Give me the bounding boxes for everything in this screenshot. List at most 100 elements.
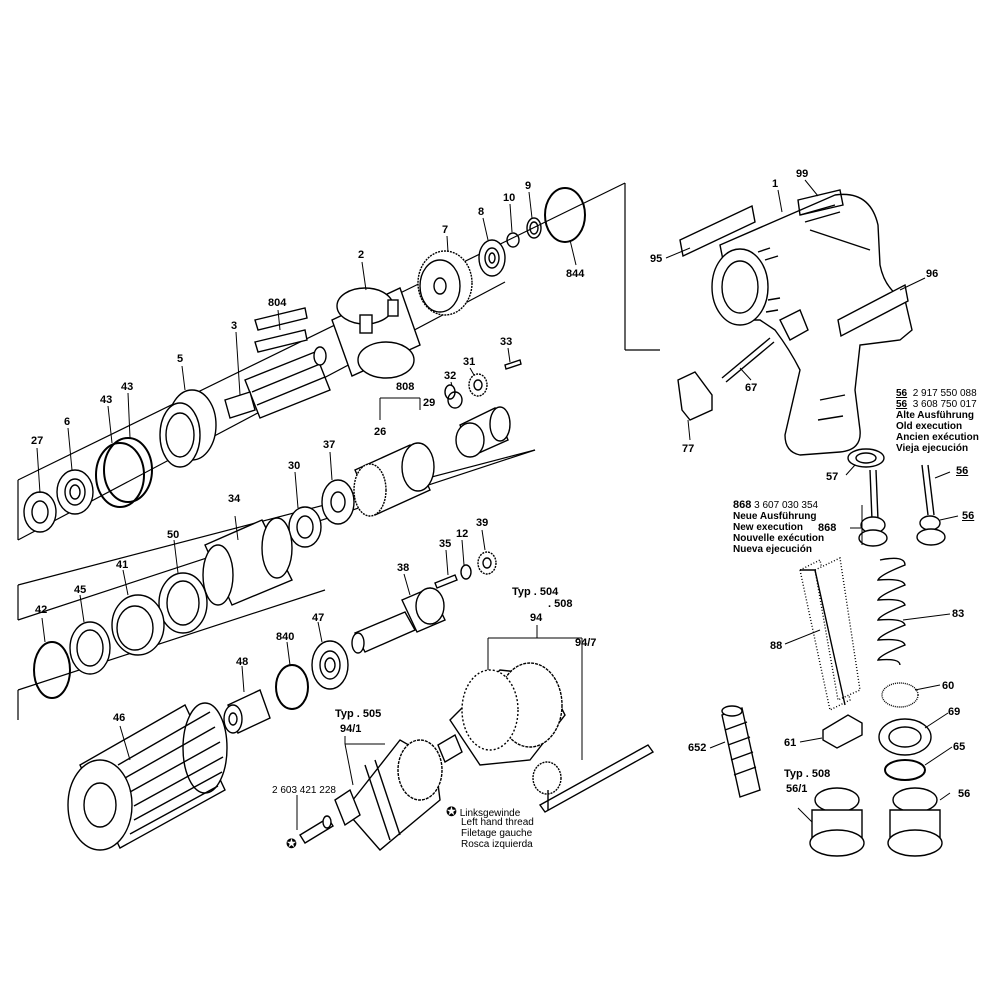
thread-line-de: Linksgewinde [459,808,521,819]
pin-35 [434,574,458,589]
part-label-5: 5 [177,353,184,365]
part-label-69: 69 [948,706,961,718]
bearing-8 [478,239,506,277]
part-label-35: 35 [439,538,452,550]
bearing-41 [111,594,165,656]
old-execution-note: 56 2 917 550 088 56 3 608 750 017 Alte A… [896,388,979,454]
part-61 [822,714,863,749]
housing-part-1 [711,193,913,456]
part-label-868: 868 [818,522,837,534]
spring-83 [876,557,906,666]
key-chuck-94 [437,662,566,766]
chuck-key-94-7 [532,744,655,813]
old-line-en: Old execution [896,421,963,432]
old-num-1: 2 917 550 088 [912,388,977,399]
ring-57 [847,448,885,468]
part-label-9: 9 [525,180,532,192]
hose-nipple-652 [721,705,761,798]
part-label-48: 48 [236,656,249,668]
part-label-45: 45 [74,584,87,596]
new-line-de: Neue Ausführung [733,511,817,522]
label-typ-508-lower: Typ . 508 [784,768,831,780]
valve-56-old [916,464,946,546]
part-label-95: 95 [650,253,663,265]
part-label-50: 50 [167,529,180,541]
thread-line-en: Left hand thread [461,817,534,828]
keyless-chuck-94-1 [334,739,443,851]
ring-9 [526,217,542,239]
part-label-7: 7 [442,224,449,236]
part-label-56-old-b: 56 [962,510,975,522]
o-ring-840 [275,664,309,710]
new-line-es: Nueva ejecución [733,544,812,555]
part-label-56-1: 56/1 [786,783,808,795]
part-label-57: 57 [826,471,839,483]
old-ref-2: 56 [896,399,908,410]
bearing-6 [56,469,94,515]
screw-2603421228 [299,815,334,844]
grip-sleeve-46 [67,702,228,851]
new-execution-note: 868 3 607 030 354 Neue Ausführung New ex… [733,500,825,556]
part-label-88: 88 [770,640,783,652]
part-number-screw: 2 603 421 228 [272,785,336,796]
part-label-42: 42 [35,604,48,616]
o-ring-43b [95,442,145,508]
plug-56 [887,787,943,857]
o-ring-65 [884,759,926,781]
part-label-1: 1 [772,178,779,190]
o-ring-42 [33,641,71,699]
part-label-2: 2 [358,249,365,261]
part-label-33: 33 [500,336,513,348]
washer-37 [321,479,355,525]
part-label-29: 29 [423,397,436,409]
label-typ-508-upper: . 508 [548,598,573,610]
new-line-en: New execution [733,522,804,533]
part-label-3: 3 [231,320,238,332]
ring-69 [878,718,932,756]
pin-33 [504,359,522,370]
ring-50 [158,572,208,634]
part-label-31: 31 [463,356,476,368]
part-label-65: 65 [953,741,966,753]
rotor-3 [224,346,331,419]
part-label-652: 652 [688,742,707,754]
sleeve-48 [223,689,271,734]
vanes-804 [254,307,308,353]
part-label-94-1: 94/1 [340,723,362,735]
part-label-844: 844 [566,268,585,280]
ring-gear-26 [353,442,435,517]
thread-line-fr: Filetage gauche [461,828,533,839]
part-label-60: 60 [942,680,955,692]
pin-67 [721,337,775,383]
planet-carrier-808 [455,406,511,458]
o-ring-844 [544,187,586,243]
part-label-43a: 43 [121,381,134,393]
part-label-27: 27 [31,435,44,447]
part-label-41: 41 [116,559,129,571]
washer-12 [460,564,472,580]
spindle-38 [351,587,446,654]
o-ring-43a [103,437,153,503]
bearing-47 [311,640,349,690]
part-label-840: 840 [276,631,295,643]
new-line-fr: Nouvelle exécution [733,533,825,544]
grouping-lines [17,182,660,720]
part-label-30: 30 [288,460,301,472]
old-line-de: Alte Ausführung [896,410,974,421]
part-label-12: 12 [456,528,469,540]
label-typ-504: Typ . 504 [512,586,559,598]
part-label-46: 46 [113,712,126,724]
label-strips [679,189,909,338]
part-label-56-old-a: 56 [956,465,969,477]
part-label-8: 8 [478,206,485,218]
ring-45 [69,621,111,675]
old-line-es: Vieja ejecución [896,443,969,454]
plug-56-1 [809,787,865,857]
filter-88 [799,556,861,712]
valve-868 [858,469,888,547]
part-label-61: 61 [784,737,797,749]
screw-thread-symbol: ✪ [286,836,297,851]
part-label-67: 67 [745,382,758,394]
leader-lines [36,179,959,830]
